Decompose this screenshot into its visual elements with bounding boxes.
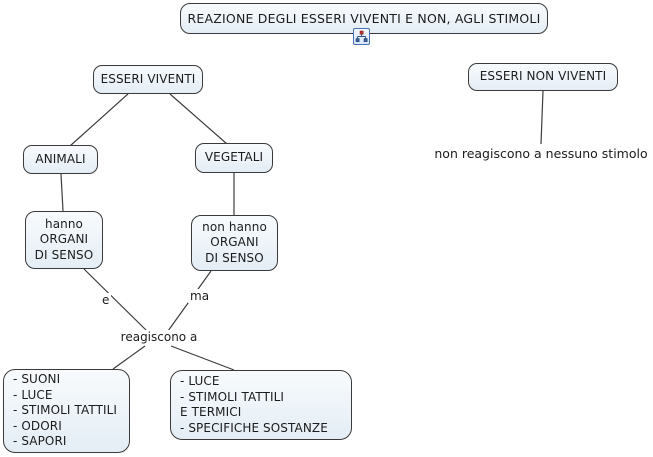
text-non-reagiscono[interactable]: non reagiscono a nessuno stimolo	[434, 146, 648, 161]
link-phrase-e[interactable]: e	[100, 293, 112, 307]
link-reagiscono-stimoli1	[112, 345, 146, 370]
link-hanno-reagiscono	[83, 268, 148, 332]
node-stimoli-vegetali[interactable]: - LUCE - STIMOLI TATTILI E TERMICI - SPE…	[170, 370, 352, 440]
link-viventi-animali	[69, 93, 129, 147]
link-animali-organi	[60, 173, 64, 212]
node-hanno-organi-di-senso[interactable]: hanno ORGANI DI SENSO	[25, 211, 103, 269]
node-non-hanno-organi-di-senso[interactable]: non hanno ORGANI DI SENSO	[191, 215, 278, 271]
resource-tree-icon[interactable]	[353, 28, 370, 45]
node-animali[interactable]: ANIMALI	[23, 145, 98, 174]
node-esseri-viventi[interactable]: ESSERI VIVENTI	[93, 65, 203, 94]
link-reagiscono-stimoli2	[170, 345, 235, 371]
link-nonviventi-testo	[540, 90, 544, 145]
link-viventi-vegetali	[169, 93, 228, 145]
node-vegetali[interactable]: VEGETALI	[195, 143, 273, 173]
node-stimoli-animali[interactable]: - SUONI - LUCE - STIMOLI TATTILI - ODORI…	[3, 369, 130, 453]
link-phrase-reagiscono-a[interactable]: reagiscono a	[115, 330, 203, 344]
node-esseri-non-viventi[interactable]: ESSERI NON VIVENTI	[468, 63, 618, 91]
link-phrase-ma[interactable]: ma	[188, 289, 212, 303]
mini-orgchart-glyph	[355, 30, 368, 42]
